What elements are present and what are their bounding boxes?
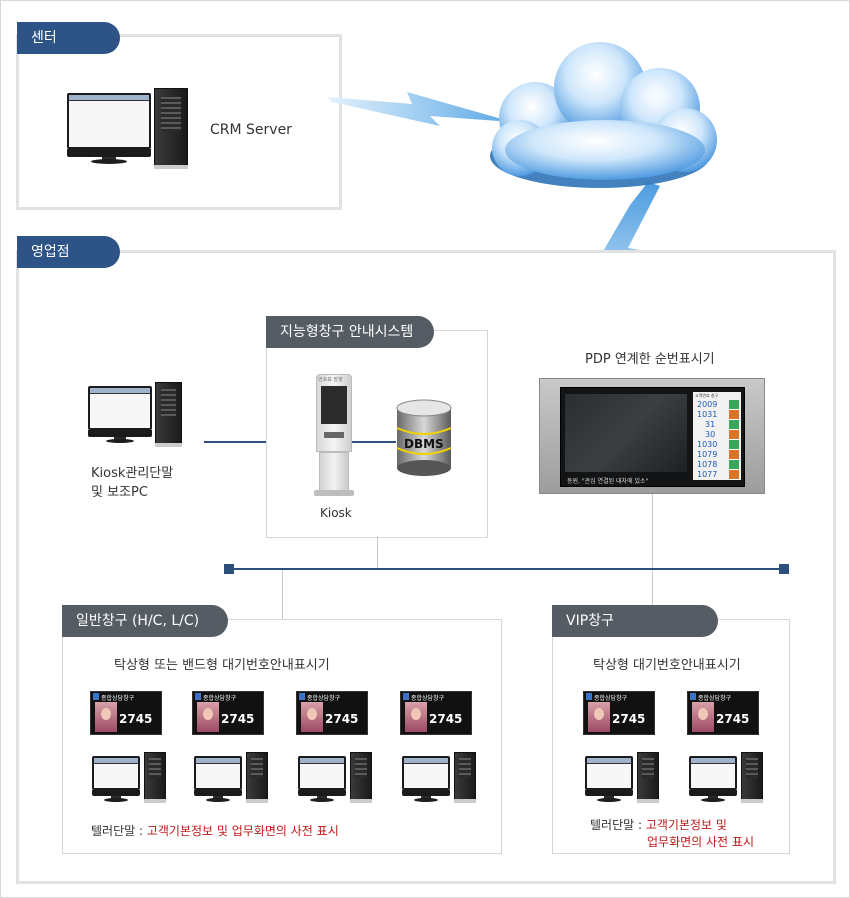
vip-bus-link bbox=[652, 570, 653, 620]
queue-display: 종합상담창구 2745 bbox=[192, 691, 264, 735]
kiosk-dbms-line bbox=[352, 441, 396, 443]
vip-teller-note: 텔러단말 : 고객기본정보 및 bbox=[590, 816, 727, 833]
pdp-header: 고객번호 창구 bbox=[695, 393, 719, 398]
center-tab: 센터 bbox=[17, 22, 120, 54]
vip-window-box bbox=[552, 619, 790, 854]
queue-display-badge bbox=[195, 693, 201, 700]
queue-display-badge bbox=[299, 693, 305, 700]
queue-display-title: 종합상담창구 bbox=[411, 695, 445, 702]
vip-teller-prefix: 텔러단말 : bbox=[590, 818, 646, 832]
dbms-icon bbox=[396, 399, 452, 476]
pdp-bus-link bbox=[652, 494, 653, 568]
queue-display-title: 종합상담창구 bbox=[307, 695, 341, 702]
kiosk-admin-tower bbox=[155, 382, 182, 447]
pdp-row-7: 1077 bbox=[697, 470, 718, 479]
smart-bus-link bbox=[377, 536, 378, 568]
agent-photo bbox=[405, 702, 427, 732]
pdp-label: PDP 연계한 순번표시기 bbox=[585, 352, 715, 367]
agent-photo bbox=[301, 702, 323, 732]
vip-teller-text-1: 고객기본정보 및 bbox=[645, 818, 727, 832]
queue-display-badge bbox=[690, 693, 696, 700]
network-bus bbox=[228, 568, 784, 570]
admin-link-line bbox=[204, 441, 266, 443]
bus-end-left bbox=[224, 564, 234, 574]
kiosk-admin-label-2: 및 보조PC bbox=[91, 485, 148, 500]
queue-display-badge bbox=[586, 693, 592, 700]
pdp-number-panel: 고객번호 창구 2009 1031 31 30 1030 1079 1078 1… bbox=[693, 392, 741, 480]
teller-tower bbox=[741, 752, 763, 803]
agent-photo bbox=[197, 702, 219, 732]
queue-number: 2745 bbox=[429, 712, 463, 726]
teller-tower bbox=[246, 752, 268, 803]
agent-photo bbox=[588, 702, 610, 732]
pdp-row-0: 2009 bbox=[697, 400, 718, 409]
bus-end-right bbox=[779, 564, 789, 574]
kiosk-screen bbox=[321, 386, 347, 424]
vip-subtitle: 탁상형 대기번호안내표시기 bbox=[593, 658, 741, 673]
queue-display-title: 종합상담창구 bbox=[698, 695, 732, 702]
pdp-row-2: 31 bbox=[705, 420, 716, 429]
vip-window-tab: VIP창구 bbox=[552, 605, 718, 637]
queue-display-title: 종합상담창구 bbox=[594, 695, 628, 702]
branch-tab: 영업점 bbox=[17, 236, 120, 268]
queue-number: 2745 bbox=[716, 712, 750, 726]
agent-photo bbox=[692, 702, 714, 732]
kiosk-screen-text: 번호표 발행 bbox=[318, 377, 343, 383]
vip-teller-text-2: 업무화면의 사전 표시 bbox=[647, 835, 754, 849]
smart-system-tab: 지능형창구 안내시스템 bbox=[266, 316, 434, 348]
kiosk-device: 번호표 발행 bbox=[314, 374, 354, 496]
queue-display: 종합상담창구 2745 bbox=[687, 691, 759, 735]
general-teller-prefix: 텔러단말 : bbox=[91, 824, 147, 838]
teller-tower bbox=[454, 752, 476, 803]
queue-number: 2745 bbox=[612, 712, 646, 726]
queue-display-badge bbox=[93, 693, 99, 700]
queue-number: 2745 bbox=[221, 712, 255, 726]
kiosk-admin-label-1: Kiosk관리단말 bbox=[91, 466, 174, 481]
lightning-left-icon bbox=[328, 92, 512, 126]
queue-number: 2745 bbox=[325, 712, 359, 726]
queue-number: 2745 bbox=[119, 712, 153, 726]
teller-tower bbox=[637, 752, 659, 803]
smart-system-box bbox=[266, 330, 488, 538]
crm-tower bbox=[154, 88, 188, 169]
queue-display: 종합상담창구 2745 bbox=[400, 691, 472, 735]
dbms-label: DBMS bbox=[404, 437, 444, 451]
pdp-row-6: 1078 bbox=[697, 460, 718, 469]
queue-display-title: 종합상담창구 bbox=[101, 695, 135, 702]
pdp-ticker: 동원, "관심 연결된 대차에 있소" bbox=[567, 478, 649, 485]
queue-display-badge bbox=[403, 693, 409, 700]
general-window-tab: 일반창구 (H/C, L/C) bbox=[62, 605, 228, 637]
pdp-display: 고객번호 창구 2009 1031 31 30 1030 1079 1078 1… bbox=[539, 378, 765, 494]
pdp-screen: 고객번호 창구 2009 1031 31 30 1030 1079 1078 1… bbox=[560, 387, 745, 487]
cloud-icon bbox=[490, 42, 717, 188]
queue-display: 종합상담창구 2745 bbox=[90, 691, 162, 735]
queue-display: 종합상담창구 2745 bbox=[583, 691, 655, 735]
general-subtitle: 탁상형 또는 밴드형 대기번호안내표시기 bbox=[114, 658, 330, 673]
general-teller-note: 텔러단말 : 고객기본정보 및 업무화면의 사전 표시 bbox=[91, 822, 339, 839]
general-window-box bbox=[62, 619, 502, 854]
crm-server-label: CRM Server bbox=[210, 122, 292, 138]
general-bus-link bbox=[282, 570, 283, 620]
network-svg bbox=[328, 42, 717, 335]
pdp-row-1: 1031 bbox=[697, 410, 718, 419]
pdp-row-3: 30 bbox=[705, 430, 716, 439]
queue-display: 종합상담창구 2745 bbox=[296, 691, 368, 735]
pdp-row-5: 1079 bbox=[697, 450, 718, 459]
queue-display-title: 종합상담창구 bbox=[203, 695, 237, 702]
teller-tower bbox=[350, 752, 372, 803]
pdp-row-4: 1030 bbox=[697, 440, 718, 449]
general-teller-text: 고객기본정보 및 업무화면의 사전 표시 bbox=[146, 824, 339, 838]
agent-photo bbox=[95, 702, 117, 732]
teller-tower bbox=[144, 752, 166, 803]
kiosk-label: Kiosk bbox=[320, 506, 352, 520]
